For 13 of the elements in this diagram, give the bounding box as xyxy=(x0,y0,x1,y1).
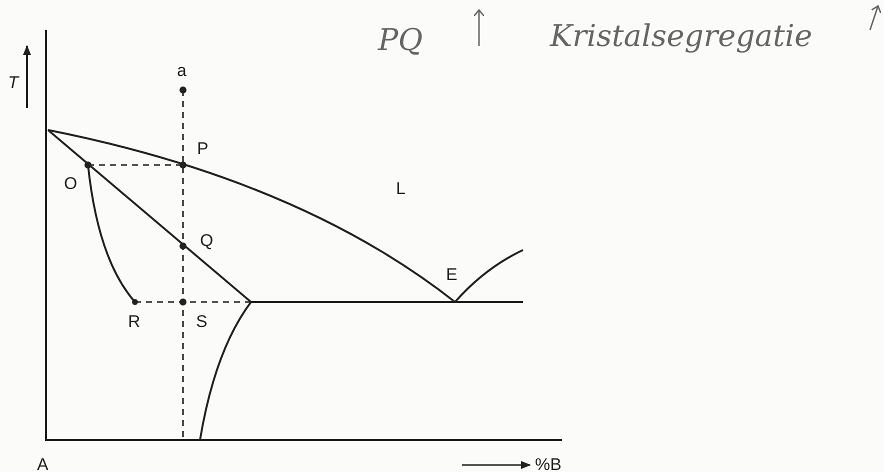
point-label: R xyxy=(128,313,140,330)
axis-label: T xyxy=(8,74,18,91)
handwritten-note: PQ xyxy=(378,26,423,56)
point-label: O xyxy=(64,175,78,192)
point-label: a xyxy=(177,62,186,79)
region-label: L xyxy=(396,180,406,197)
point-label: Q xyxy=(200,232,214,249)
point-label: S xyxy=(196,313,208,330)
point-label: P xyxy=(197,140,208,157)
axis-label: A xyxy=(37,456,48,472)
axis-label: %B xyxy=(535,456,562,472)
point-label: E xyxy=(446,266,458,283)
handwritten-note: Kristalsegregatie xyxy=(550,22,812,52)
